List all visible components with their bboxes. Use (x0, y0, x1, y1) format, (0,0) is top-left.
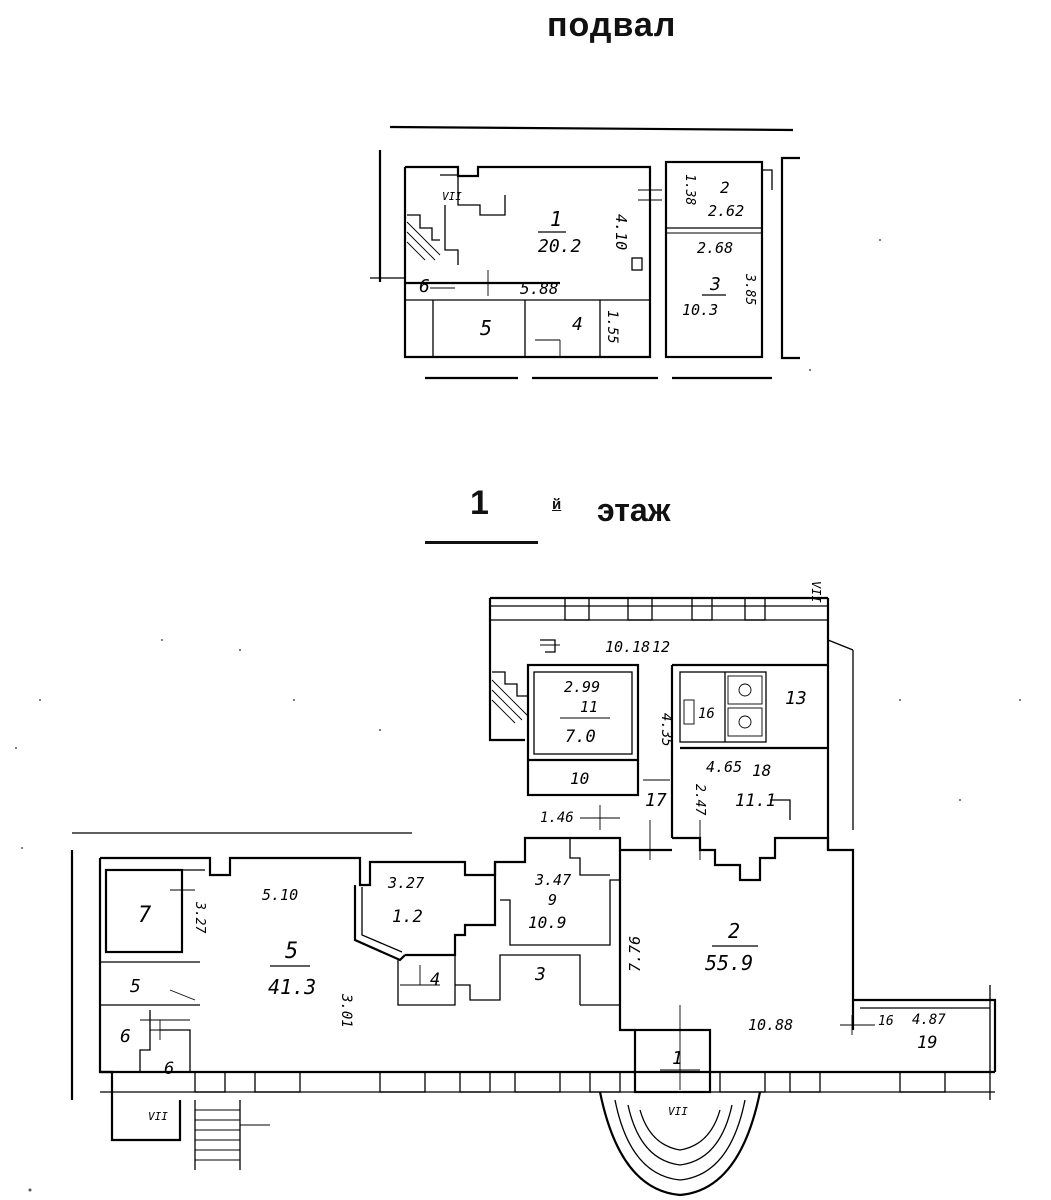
floor-dim-3-27: 3.27 (192, 901, 207, 933)
floor-main-top-wall (100, 836, 672, 887)
floor-dimension-ticks (150, 820, 875, 1090)
floor-dim-2-47: 2.47 (692, 784, 707, 815)
first-floor-plan: VII 10.18 12 2.99 11 7.0 10 4.35 16 13 4… (70, 581, 997, 1197)
floor-bottom-stair-box (110, 1100, 182, 1142)
floor-room-10-number: 10 (570, 769, 589, 788)
floor-room-2-left-wall (618, 850, 635, 1032)
basement-title: подвал (547, 6, 677, 44)
floor-dim-10-88: 10.88 (748, 1016, 793, 1034)
floor-dim-7-76: 7.76 (626, 936, 644, 972)
floor-room-18-area: 11.1 (735, 791, 776, 811)
floor-angled-wall (353, 885, 406, 962)
floor-room-16b-number: 16 (878, 1014, 894, 1029)
floor-stair-vii-bottom: VII (668, 1105, 688, 1118)
floor-stair-vii-top: VII (809, 581, 823, 603)
floor-room-5b-number: 5 (130, 976, 141, 997)
floor-dim-2-99: 2.99 (564, 678, 600, 696)
floor-dim-3-01: 3.01 (338, 993, 354, 1028)
floor-dim-12: 12 (652, 638, 670, 656)
basement-stair (406, 214, 441, 261)
floor-stair-vii-left: VII (148, 1110, 168, 1123)
basement-room-4-number: 4 (572, 314, 583, 335)
basement-inner-step (440, 174, 506, 216)
floor-number-underline (425, 541, 538, 544)
floor-facade-windows (194, 1071, 946, 1093)
basement-dim-3-85: 3.85 (742, 273, 757, 305)
floor-ordinal-suffix: й (552, 496, 562, 513)
scan-noise (15, 239, 1021, 1192)
floor-room-11-outline (526, 663, 640, 797)
floor-room-11-area: 7.0 (565, 727, 596, 747)
floor-room-2-top-wall (672, 836, 855, 1030)
basement-annex-outline (664, 160, 764, 359)
floor-room-19-outline (853, 998, 997, 1072)
floor-room-16-number: 16 (698, 706, 715, 722)
floor-wc-block (679, 671, 767, 743)
floor-room-8-area: 1.2 (392, 907, 423, 927)
floor-room-2-area: 55.9 (705, 951, 753, 975)
floor-bottom-left-stair (194, 1100, 270, 1170)
basement-main-top (405, 165, 652, 300)
basement-dim-1-38: 1.38 (682, 174, 697, 205)
floor-room-5-area: 41.3 (268, 975, 316, 999)
basement-room-6-number: 6 (419, 276, 430, 297)
floor-entrance-porch (598, 1028, 762, 1197)
floor-dim-1-46: 1.46 (540, 810, 574, 826)
floor-room-7-outline (104, 868, 184, 954)
floor-room-1-number: 1 (672, 1048, 683, 1069)
floor-room-4-number: 4 (430, 970, 440, 990)
basement-far-right-wall (780, 156, 800, 360)
basement-dim-2-68: 2.68 (697, 239, 733, 257)
floor-room-11-number: 11 (580, 698, 598, 716)
floor-room-9-area: 10.9 (528, 913, 567, 932)
floor-room-18-number: 18 (752, 761, 771, 780)
floor-dim-10-18: 10.18 (605, 638, 650, 656)
basement-stair-wall (444, 205, 459, 265)
floor-dim-3-47: 3.47 (534, 871, 571, 889)
floor-annex-left-wall (488, 598, 525, 742)
floor-room-19-number: 19 (917, 1033, 937, 1053)
basement-dim-1-55: 1.55 (604, 310, 620, 344)
floor-room-6-number: 6 (120, 1026, 131, 1047)
basement-stair-label: VII (442, 190, 462, 203)
basement-room-3-number: 3 (709, 274, 721, 295)
floor-dim-5-10: 5.10 (262, 886, 298, 904)
floor-room-7-number: 7 (138, 903, 152, 928)
floor-room-13-number: 13 (785, 688, 807, 709)
floor-room-2-number: 2 (728, 919, 740, 943)
floor-dim-4-87: 4.87 (912, 1012, 946, 1028)
basement-room-1-area: 20.2 (538, 236, 581, 257)
floor-room-8-dim: 3.27 (387, 874, 424, 892)
basement-room-3-area: 10.3 (682, 301, 718, 319)
floor-room-3-number: 3 (534, 964, 546, 985)
floor-room-17-number: 17 (645, 790, 667, 811)
basement-room-2-area: 2.62 (708, 202, 744, 220)
basement-dim-5-88: 5.88 (520, 279, 559, 298)
basement-top-line (389, 125, 794, 132)
basement-dim-4-10: 4.10 (612, 214, 630, 250)
basement-room-2-number: 2 (720, 178, 730, 197)
basement-plan: VII 1 20.2 4.10 6 5.88 5 4 1.55 2 2.62 1… (370, 125, 800, 380)
basement-room-1-number: 1 (550, 207, 562, 231)
basement-main-outline (403, 167, 652, 359)
floor-dim-4-65: 4.65 (706, 758, 742, 776)
floor-title: этаж (597, 492, 671, 528)
floor-room-5-number: 5 (285, 939, 298, 964)
floor-room-9-number: 9 (548, 891, 557, 909)
floor-room-6b-number: 6 (164, 1059, 174, 1079)
floor-dim-4-35: 4.35 (658, 713, 674, 747)
basement-room-5-number: 5 (480, 316, 492, 340)
floor-annex-stair (491, 639, 560, 724)
floor-number: 1 (470, 484, 489, 522)
